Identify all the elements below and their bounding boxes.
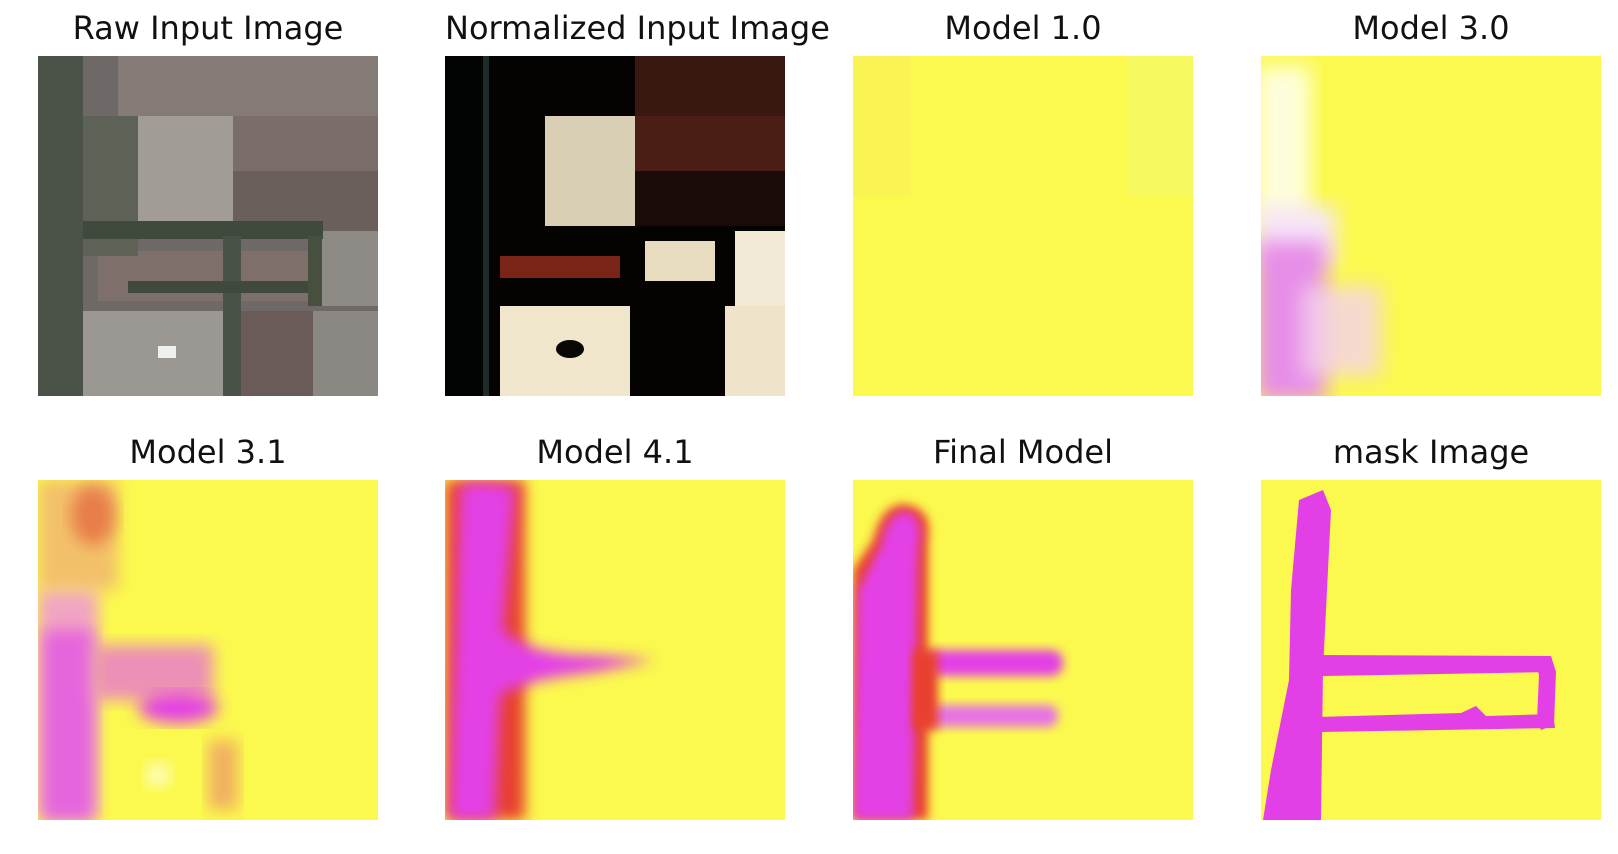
model-1-0-prediction (853, 56, 1193, 396)
ground-truth-mask-image (1261, 480, 1601, 820)
panel-title: Model 4.1 (536, 433, 694, 471)
panel-title: mask Image (1332, 433, 1530, 471)
panel-title: Model 3.0 (1352, 9, 1510, 47)
panel-title: Raw Input Image (72, 9, 344, 47)
panel-title: Model 1.0 (944, 9, 1102, 47)
panel-title: Normalized Input Image (445, 9, 830, 47)
model-3-1-prediction (38, 480, 378, 820)
normalized-input-image (445, 56, 785, 396)
model-4-1-prediction (445, 480, 785, 820)
final-model-prediction (853, 480, 1193, 820)
panel-title: Final Model (933, 433, 1113, 471)
raw-input-image (38, 56, 378, 396)
panel-title: Model 3.1 (129, 433, 287, 471)
model-3-0-prediction (1261, 56, 1601, 396)
